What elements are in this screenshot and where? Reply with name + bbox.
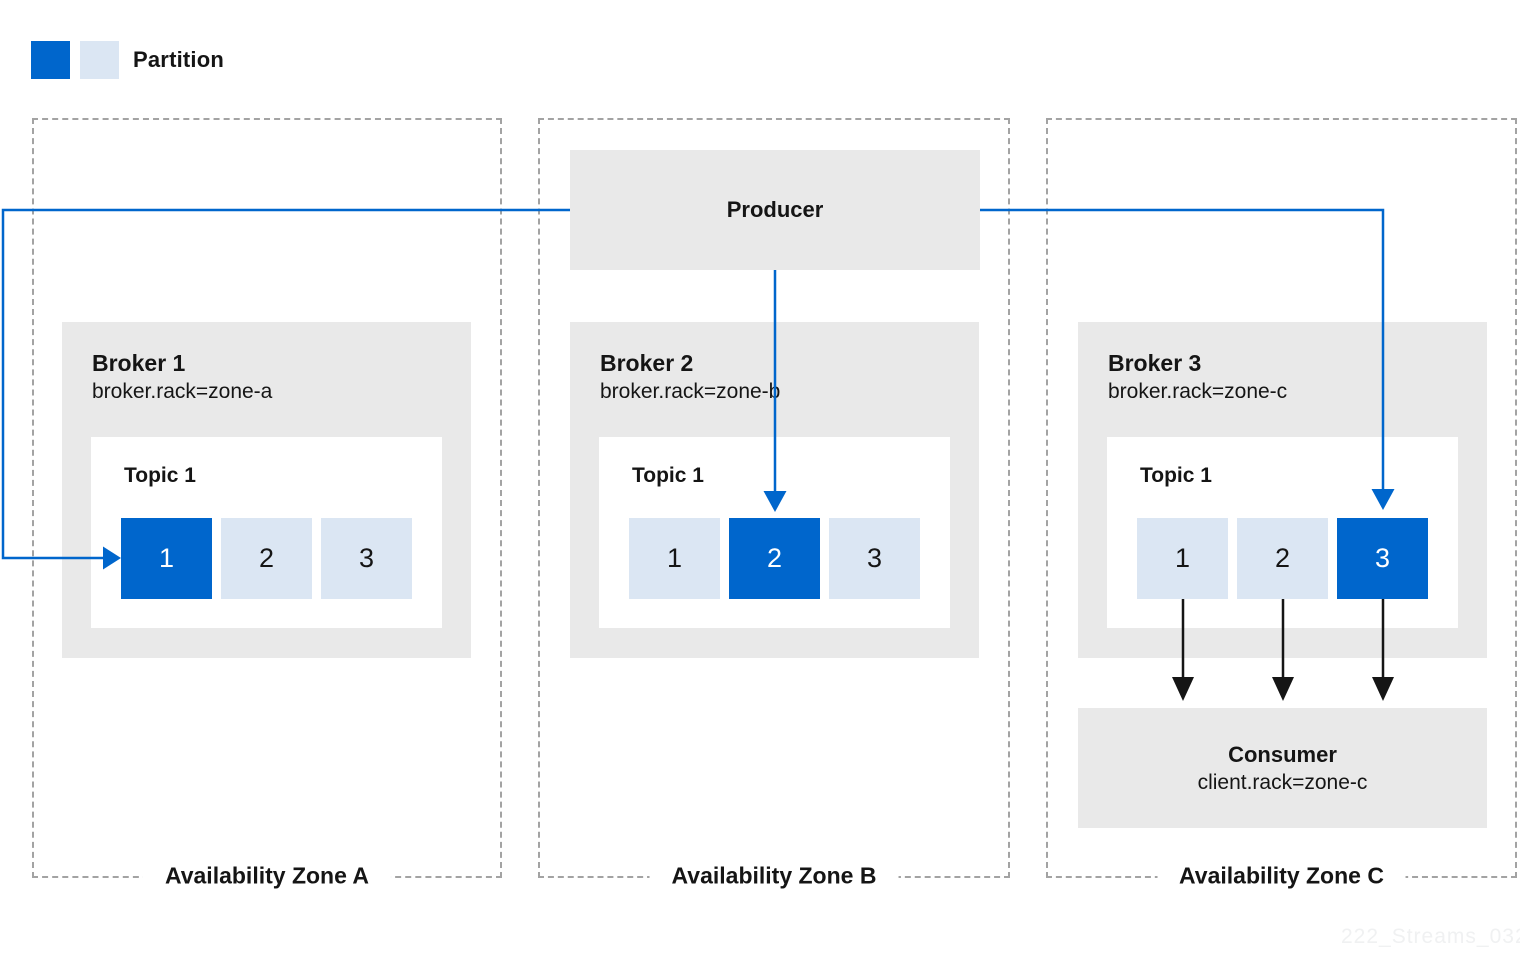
broker-1-topic-title: Topic 1 bbox=[124, 464, 196, 487]
broker-3-title: Broker 3 bbox=[1108, 350, 1202, 376]
broker-3-partition-2: 2 bbox=[1237, 518, 1328, 599]
consumer-box: Consumer client.rack=zone-c bbox=[1078, 708, 1487, 828]
zone-a-label: Availability Zone A bbox=[142, 860, 392, 892]
zone-c-label: Availability Zone C bbox=[1157, 860, 1406, 892]
broker-1-partition-1: 1 bbox=[121, 518, 212, 599]
broker-3-partitions: 1 2 3 bbox=[1137, 518, 1428, 599]
broker-2-title: Broker 2 bbox=[600, 350, 694, 376]
broker-3-partition-1: 1 bbox=[1137, 518, 1228, 599]
broker-3-config: broker.rack=zone-c bbox=[1108, 380, 1288, 403]
broker-2-partition-3: 3 bbox=[829, 518, 920, 599]
broker-3-topic-title: Topic 1 bbox=[1140, 464, 1212, 487]
broker-1-topic-box: Topic 1 1 2 3 bbox=[91, 437, 442, 628]
broker-1-title: Broker 1 bbox=[92, 350, 186, 376]
legend-label: Partition bbox=[133, 47, 225, 72]
broker-2-box: Broker 2 broker.rack=zone-b Topic 1 1 2 … bbox=[570, 322, 979, 658]
broker-1-partition-2: 2 bbox=[221, 518, 312, 599]
zone-b-label: Availability Zone B bbox=[649, 860, 899, 892]
broker-1-config: broker.rack=zone-a bbox=[92, 380, 273, 403]
broker-1-partitions: 1 2 3 bbox=[121, 518, 412, 599]
broker-2-topic-box: Topic 1 1 2 3 bbox=[599, 437, 950, 628]
legend-partition-active-swatch bbox=[31, 41, 70, 79]
producer-label: Producer bbox=[726, 197, 824, 222]
consumer-config: client.rack=zone-c bbox=[1197, 770, 1368, 794]
watermark-text: 222_Streams_0322 bbox=[1341, 925, 1520, 948]
broker-2-topic-title: Topic 1 bbox=[632, 464, 704, 487]
availability-zone-c: Availability Zone C bbox=[1046, 118, 1517, 892]
broker-3-partition-3: 3 bbox=[1337, 518, 1428, 599]
legend-partition-inactive-swatch bbox=[80, 41, 119, 79]
broker-2-partition-2: 2 bbox=[729, 518, 820, 599]
broker-2-partitions: 1 2 3 bbox=[629, 518, 920, 599]
broker-1-box: Broker 1 broker.rack=zone-a Topic 1 1 2 … bbox=[62, 322, 471, 658]
broker-3-topic-box: Topic 1 1 2 3 bbox=[1107, 437, 1458, 628]
broker-1-partition-3: 3 bbox=[321, 518, 412, 599]
broker-3-box: Broker 3 broker.rack=zone-c Topic 1 1 2 … bbox=[1078, 322, 1487, 658]
broker-2-partition-1: 1 bbox=[629, 518, 720, 599]
consumer-title: Consumer bbox=[1228, 741, 1337, 767]
broker-2-config: broker.rack=zone-b bbox=[600, 380, 781, 403]
producer-box: Producer bbox=[570, 150, 980, 270]
